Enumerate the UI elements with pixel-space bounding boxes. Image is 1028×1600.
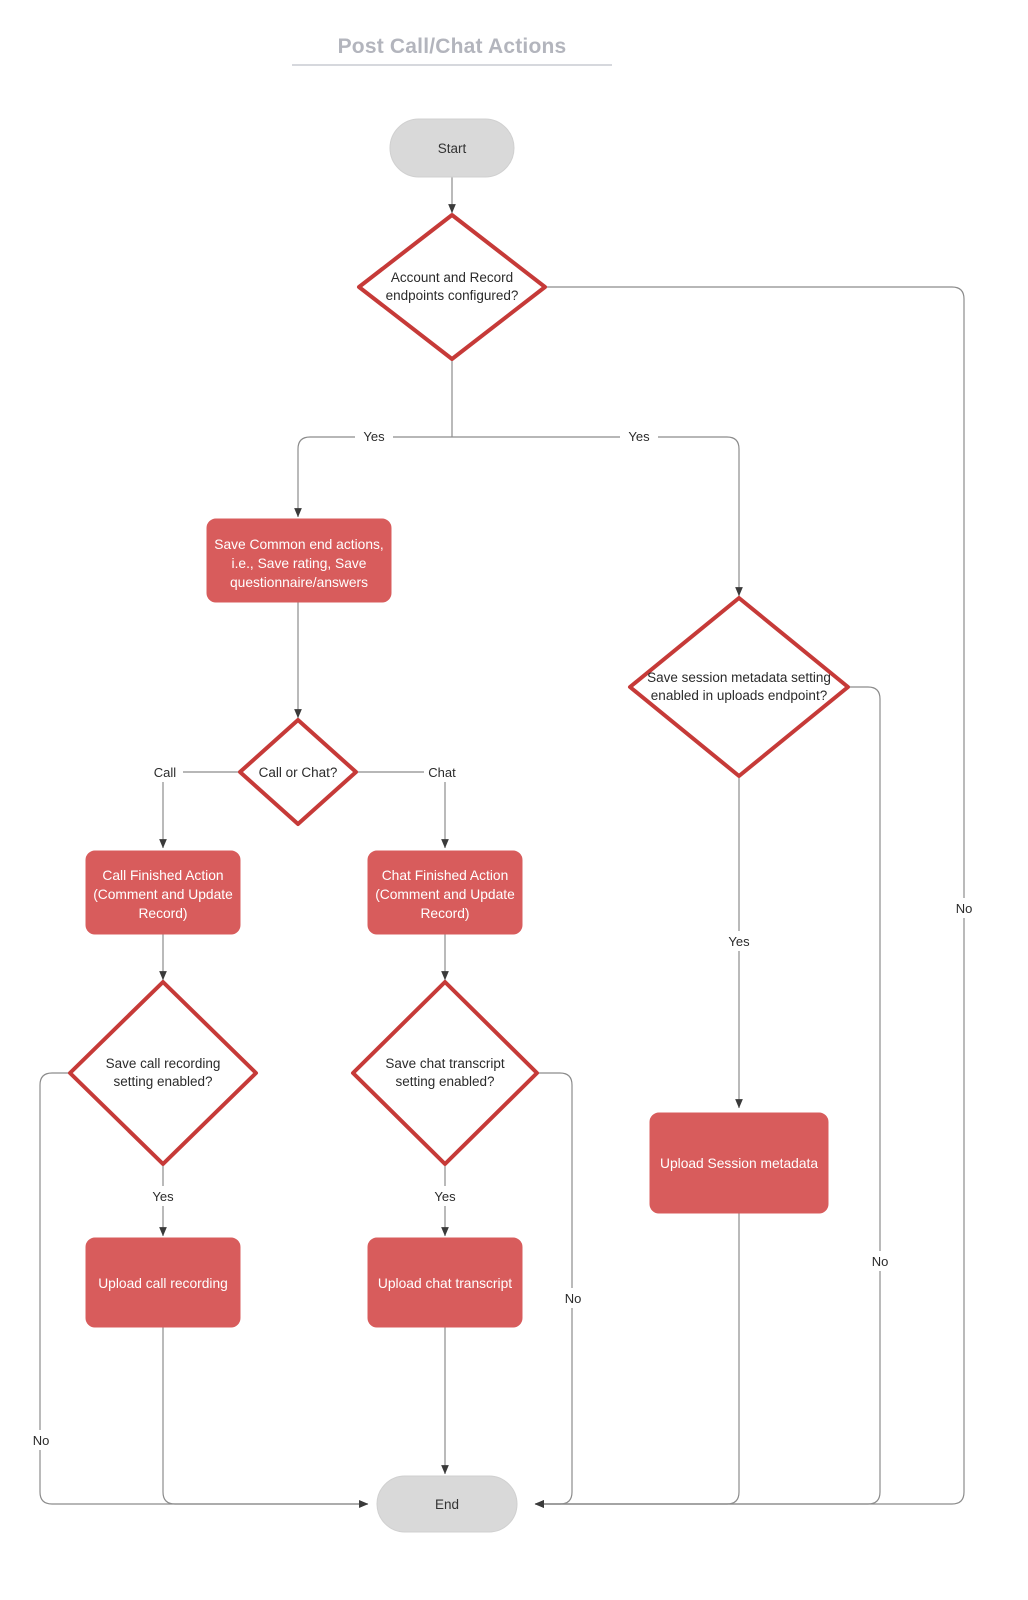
edge-sessionmeta-no: [534, 686, 881, 1508]
decision-transcript-line2: setting enabled?: [395, 1074, 494, 1089]
edge-label-endpoints-yes-right: Yes: [628, 429, 650, 444]
chat-finished-line1: Chat Finished Action: [382, 868, 509, 883]
edge-label-bg: [864, 1251, 896, 1271]
edge-label-recording-yes: Yes: [152, 1189, 174, 1204]
node-decision-endpoints[interactable]: Account and Record endpoints configured?: [357, 213, 547, 361]
node-decision-call-or-chat[interactable]: Call or Chat?: [238, 718, 358, 826]
edge-branch-call: [159, 771, 240, 849]
save-common-shape[interactable]: [206, 518, 392, 603]
edge-label-bg: [721, 931, 757, 951]
node-start[interactable]: Start: [389, 118, 515, 178]
edge-label-bg: [557, 1288, 589, 1308]
edge-label-transcript-yes: Yes: [434, 1189, 456, 1204]
edge-endpoints-no: [534, 286, 965, 1508]
edge-label-bg: [948, 898, 980, 918]
node-save-common[interactable]: Save Common end actions, i.e., Save rati…: [206, 518, 392, 603]
node-decision-chat-transcript[interactable]: Save chat transcript setting enabled?: [351, 980, 539, 1166]
edge-label-sessionmeta-no: No: [872, 1254, 889, 1269]
edge-label-branch-call: Call: [154, 765, 177, 780]
edge-uploadrecording-to-end: [162, 1327, 369, 1508]
decision-endpoints-line2: endpoints configured?: [386, 288, 519, 303]
node-end[interactable]: End: [376, 1475, 518, 1533]
decision-callorchat-label: Call or Chat?: [259, 765, 338, 780]
upload-session-metadata-shape[interactable]: [649, 1112, 829, 1214]
end-shape[interactable]: [376, 1475, 518, 1533]
call-finished-line3: Record): [138, 906, 187, 921]
save-common-line1: Save Common end actions,: [214, 537, 383, 552]
decision-endpoints-line1: Account and Record: [391, 270, 513, 285]
edge-label-bg: [355, 426, 393, 446]
decision-recording-line2: setting enabled?: [113, 1074, 212, 1089]
edge-label-branch-chat: Chat: [428, 765, 456, 780]
node-decision-session-metadata[interactable]: Save session metadata setting enabled in…: [628, 596, 850, 778]
call-finished-shape[interactable]: [85, 850, 241, 935]
page-title: Post Call/Chat Actions: [338, 35, 567, 58]
edge-label-endpoints-no: No: [956, 901, 973, 916]
upload-session-metadata-label: Upload Session metadata: [660, 1156, 818, 1171]
upload-chat-transcript-label: Upload chat transcript: [378, 1276, 512, 1291]
node-chat-finished[interactable]: Chat Finished Action (Comment and Update…: [367, 850, 523, 935]
end-label: End: [435, 1497, 459, 1512]
edge-label-bg: [25, 1430, 57, 1450]
node-call-finished[interactable]: Call Finished Action (Comment and Update…: [85, 850, 241, 935]
edge-label-endpoints-yes-left: Yes: [363, 429, 385, 444]
upload-chat-transcript-shape[interactable]: [367, 1237, 523, 1328]
edge-label-recording-no: No: [33, 1433, 50, 1448]
node-upload-chat-transcript[interactable]: Upload chat transcript: [367, 1237, 523, 1328]
chat-finished-shape[interactable]: [367, 850, 523, 935]
edge-label-transcript-no: No: [565, 1291, 582, 1306]
node-decision-call-recording[interactable]: Save call recording setting enabled?: [68, 980, 258, 1166]
start-shape[interactable]: [389, 118, 515, 178]
edge-label-bg: [620, 426, 658, 446]
diagram-title: Post Call/Chat Actions: [292, 35, 612, 66]
start-label: Start: [438, 141, 467, 156]
node-upload-session-metadata[interactable]: Upload Session metadata: [649, 1112, 829, 1214]
upload-call-recording-label: Upload call recording: [98, 1276, 228, 1291]
edge-label-bg: [427, 1186, 463, 1206]
edge-recording-no: [39, 1072, 369, 1508]
chat-finished-line3: Record): [420, 906, 469, 921]
edge-label-bg: [424, 762, 460, 782]
decision-sessionmeta-line2: enabled in uploads endpoint?: [651, 688, 827, 703]
decision-transcript-line1: Save chat transcript: [385, 1056, 505, 1071]
upload-call-recording-shape[interactable]: [85, 1237, 241, 1328]
edge-endpoints-yes-right: [452, 436, 743, 597]
decision-recording-line1: Save call recording: [106, 1056, 221, 1071]
decision-sessionmeta-line1: Save session metadata setting: [647, 670, 831, 685]
edge-label-bg: [147, 762, 183, 782]
node-upload-call-recording[interactable]: Upload call recording: [85, 1237, 241, 1328]
edge-endpoints-yes-left: [294, 436, 452, 518]
decision-endpoints-shape[interactable]: [357, 213, 547, 361]
decision-transcript-shape[interactable]: [351, 980, 539, 1166]
decision-callorchat-shape[interactable]: [238, 718, 358, 826]
save-common-line3: questionnaire/answers: [230, 575, 368, 590]
save-common-line2: i.e., Save rating, Save: [232, 556, 367, 571]
chat-finished-line2: (Comment and Update: [375, 887, 515, 902]
call-finished-line1: Call Finished Action: [102, 868, 223, 883]
edge-uploadsessionmeta-to-end: [534, 1213, 740, 1508]
edge-label-sessionmeta-yes: Yes: [728, 934, 750, 949]
edge-label-bg: [145, 1186, 181, 1206]
edge-label-layer: Yes Yes No Call Chat Yes Yes No No Yes N…: [25, 426, 980, 1450]
decision-sessionmeta-shape[interactable]: [628, 596, 850, 778]
decision-recording-shape[interactable]: [68, 980, 258, 1166]
edge-branch-chat: [356, 771, 449, 849]
call-finished-line2: (Comment and Update: [93, 887, 233, 902]
